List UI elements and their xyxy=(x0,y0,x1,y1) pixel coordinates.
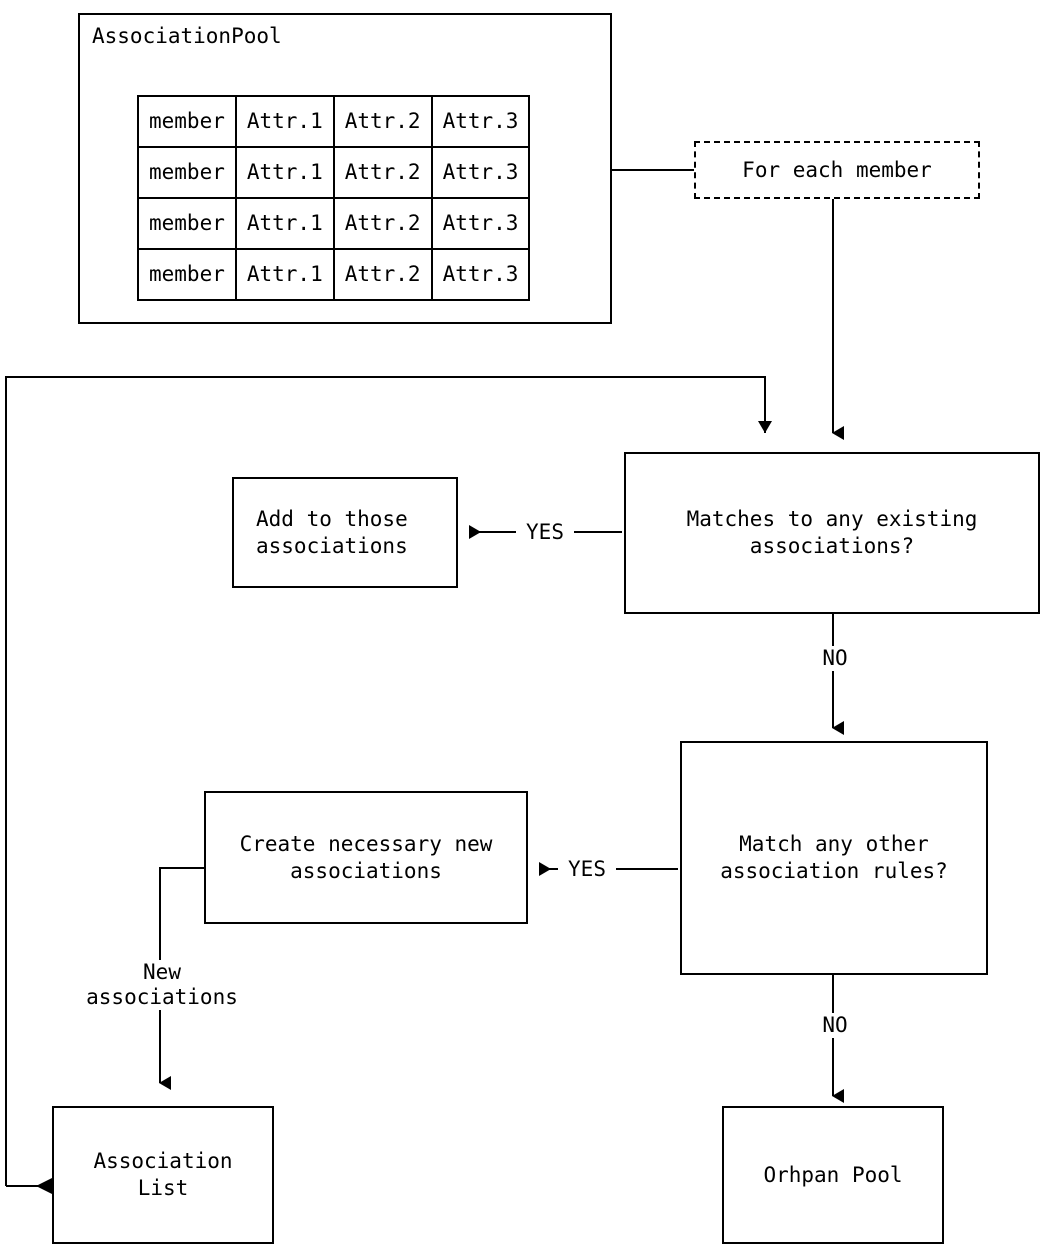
table-cell-member: member xyxy=(137,146,237,199)
association-pool-table: member Attr.1 Attr.2 Attr.3 member Attr.… xyxy=(137,95,531,301)
table-cell-attr1: Attr.1 xyxy=(234,95,335,148)
edge-label-no-existing: NO xyxy=(806,646,864,671)
table-cell-attr3: Attr.3 xyxy=(430,146,531,199)
node-for-each-member[interactable]: For each member xyxy=(694,141,980,199)
table-cell-attr3: Attr.3 xyxy=(430,95,531,148)
node-create-new-associations[interactable]: Create necessary new associations xyxy=(204,791,528,924)
node-decision-match-other-rules[interactable]: Match any other association rules? xyxy=(680,741,988,975)
table-cell-attr3: Attr.3 xyxy=(430,248,531,301)
table-cell-attr2: Attr.2 xyxy=(332,197,433,250)
edge-label-new-associations: New associations xyxy=(66,960,258,1010)
association-pool-title: AssociationPool xyxy=(92,24,282,48)
node-association-list[interactable]: Association List xyxy=(52,1106,274,1244)
association-pool-box: AssociationPool member Attr.1 Attr.2 Att… xyxy=(78,13,612,324)
table-cell-attr2: Attr.2 xyxy=(332,95,433,148)
node-orphan-pool[interactable]: Orhpan Pool xyxy=(722,1106,944,1244)
table-cell-member: member xyxy=(137,197,237,250)
edge-label-yes-rules: YES xyxy=(558,857,616,882)
table-cell-member: member xyxy=(137,248,237,301)
edge-feedback-arrowhead xyxy=(36,1178,52,1194)
table-cell-attr1: Attr.1 xyxy=(234,197,335,250)
association-pool-table-body: member Attr.1 Attr.2 Attr.3 member Attr.… xyxy=(137,95,531,301)
table-row: member Attr.1 Attr.2 Attr.3 xyxy=(137,146,531,199)
table-cell-member: member xyxy=(137,95,237,148)
table-cell-attr2: Attr.2 xyxy=(332,248,433,301)
edge-label-no-rules: NO xyxy=(806,1013,864,1038)
edge-feedback-down-arrowhead xyxy=(758,421,772,433)
table-row: member Attr.1 Attr.2 Attr.3 xyxy=(137,197,531,250)
table-cell-attr3: Attr.3 xyxy=(430,197,531,250)
table-row: member Attr.1 Attr.2 Attr.3 xyxy=(137,95,531,148)
node-add-to-those-associations[interactable]: Add to those associations xyxy=(232,477,458,588)
table-cell-attr1: Attr.1 xyxy=(234,146,335,199)
edge-label-yes-existing: YES xyxy=(516,520,574,545)
table-row: member Attr.1 Attr.2 Attr.3 xyxy=(137,248,531,301)
table-cell-attr2: Attr.2 xyxy=(332,146,433,199)
node-decision-matches-existing[interactable]: Matches to any existing associations? xyxy=(624,452,1040,614)
table-cell-attr1: Attr.1 xyxy=(234,248,335,301)
